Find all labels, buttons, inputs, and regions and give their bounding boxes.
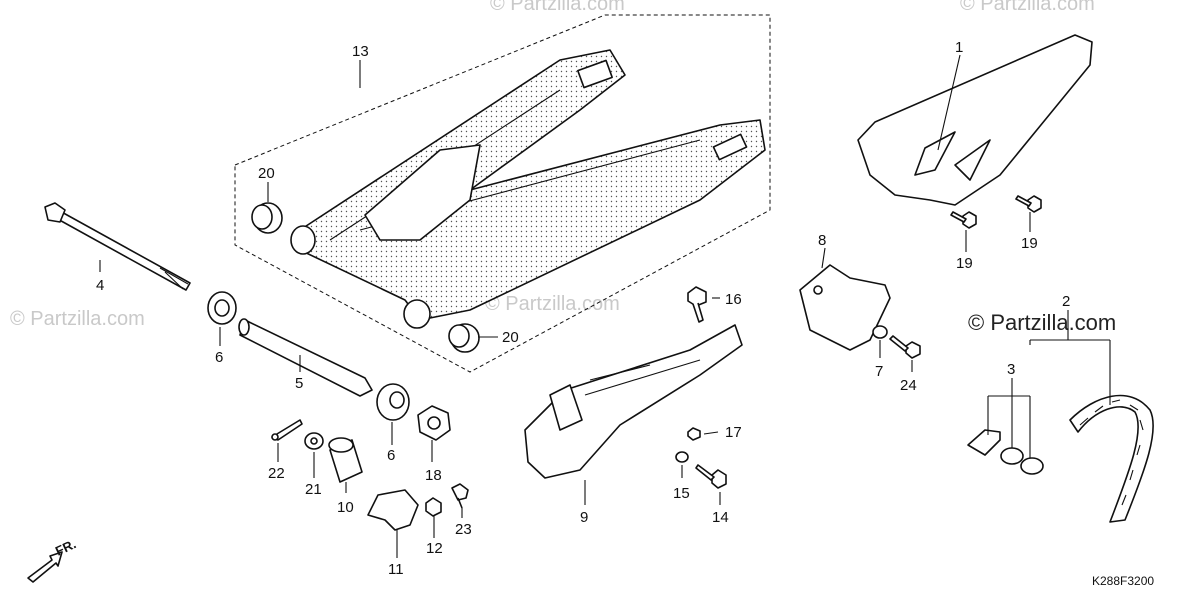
watermark-top-center: © Partzilla.com — [490, 0, 625, 15]
callout-10: 10 — [337, 499, 354, 516]
chain-guide-plate[interactable] — [799, 264, 891, 351]
chain-slider-nut[interactable] — [687, 427, 701, 441]
guide-collar[interactable] — [872, 325, 888, 339]
chain-case[interactable] — [857, 34, 1093, 206]
callout-4: 4 — [96, 277, 104, 294]
chain-joint-set[interactable] — [967, 429, 1044, 475]
callout-9: 9 — [580, 509, 588, 526]
pivot-seal-left[interactable] — [207, 291, 237, 325]
callout-17: 17 — [725, 424, 742, 441]
callout-3: 3 — [1007, 361, 1015, 378]
callout-2: 2 — [1062, 293, 1070, 310]
callout-19-right: 19 — [1021, 235, 1038, 252]
roller[interactable] — [328, 437, 363, 483]
chain-slider-bolt-lower[interactable] — [695, 464, 727, 489]
leader-lines — [99, 54, 1111, 558]
chain-guide-bracket[interactable] — [367, 489, 419, 531]
flange-bolt-small[interactable] — [451, 483, 469, 509]
swingarm-dashed-box — [234, 14, 771, 373]
drive-chain[interactable] — [1069, 394, 1154, 523]
washer[interactable] — [304, 432, 324, 450]
front-direction-arrow: FR. — [27, 536, 78, 583]
callout-11: 11 — [388, 561, 404, 578]
pivot-nut[interactable] — [417, 405, 451, 441]
callout-12: 12 — [426, 540, 443, 557]
callout-22: 22 — [268, 465, 285, 482]
chain-slider-bolt-upper[interactable] — [687, 286, 707, 323]
callout-15: 15 — [673, 485, 690, 502]
callout-20-upper: 20 — [258, 165, 275, 182]
callout-6-right: 6 — [387, 447, 395, 464]
callout-7: 7 — [875, 363, 883, 380]
callout-20-lower: 20 — [502, 329, 519, 346]
callout-18: 18 — [425, 467, 442, 484]
pivot-bolt[interactable] — [44, 202, 191, 291]
bushing-upper[interactable] — [251, 202, 283, 234]
callout-16: 16 — [725, 291, 742, 308]
front-direction-label: FR. — [53, 536, 78, 558]
flange-nut-small[interactable] — [425, 497, 442, 517]
callout-numbers: 13 1 20 4 6 5 6 20 16 17 9 15 14 8 7 24 … — [96, 39, 1070, 578]
callout-24: 24 — [900, 377, 917, 394]
callout-1: 1 — [955, 39, 963, 56]
callout-5: 5 — [295, 375, 303, 392]
callout-13: 13 — [352, 43, 369, 60]
callout-19-left: 19 — [956, 255, 973, 272]
swingarm-part[interactable] — [290, 49, 766, 329]
callout-21: 21 — [305, 481, 322, 498]
pivot-seal-right[interactable] — [376, 383, 410, 421]
diagram-code: K288F3200 — [1092, 574, 1154, 588]
pivot-collar[interactable] — [238, 318, 373, 397]
callout-8: 8 — [818, 232, 826, 249]
chain-slider[interactable] — [524, 324, 743, 479]
bushing-lower[interactable] — [448, 323, 480, 353]
cotter-pin[interactable] — [271, 419, 303, 441]
callout-14: 14 — [712, 509, 729, 526]
chain-case-bolt-left[interactable] — [950, 211, 977, 229]
watermark-center: © Partzilla.com — [485, 293, 620, 315]
guide-bolt[interactable] — [889, 335, 921, 359]
callout-23: 23 — [455, 521, 472, 538]
watermark-left: © Partzilla.com — [10, 308, 145, 330]
watermark-main: © Partzilla.com — [968, 310, 1116, 335]
watermark-top-right: © Partzilla.com — [960, 0, 1095, 15]
callout-6-left: 6 — [215, 349, 223, 366]
chain-case-bolt-right[interactable] — [1015, 195, 1042, 213]
chain-slider-washer[interactable] — [675, 451, 689, 463]
